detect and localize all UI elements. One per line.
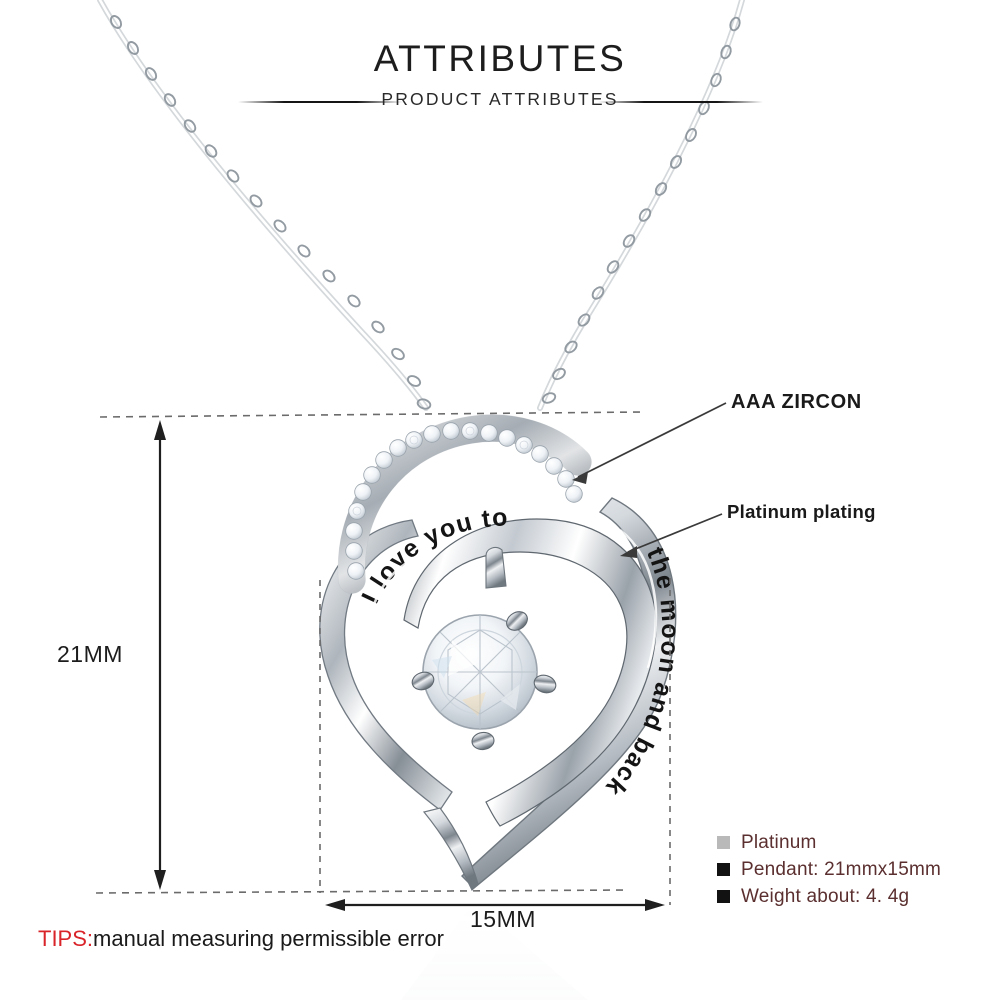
- title-rule-left: [238, 101, 403, 103]
- callout-leader-lines: [572, 402, 727, 558]
- legend-row-material: Platinum: [717, 829, 941, 856]
- tips-prefix: TIPS:: [38, 926, 94, 951]
- center-gemstone: [411, 547, 557, 751]
- page-title: ATTRIBUTES: [373, 38, 627, 79]
- height-dimension-arrow: [154, 420, 166, 890]
- page-subtitle: PRODUCT ATTRIBUTES: [381, 89, 619, 109]
- leader-line-plating: [620, 513, 723, 558]
- necklace-chain: [97, 0, 745, 411]
- legend-bullet-icon: [717, 863, 730, 876]
- legend-label-weight: Weight about: 4. 4g: [741, 885, 910, 907]
- guide-bottom: [95, 889, 629, 894]
- legend-label-material: Platinum: [741, 831, 817, 853]
- legend-row-pendant-size: Pendant: 21mmx15mm: [717, 856, 941, 883]
- legend-bullet-icon: [717, 890, 730, 903]
- gem-prongs: [411, 611, 557, 751]
- dimension-label-width: 15MM: [470, 906, 536, 932]
- callout-label-zircon: AAA ZIRCON: [731, 391, 862, 413]
- title-rule-right: [598, 101, 763, 103]
- spec-legend: Platinum Pendant: 21mmx15mm Weight about…: [717, 829, 941, 910]
- leader-line-zircon: [572, 402, 727, 484]
- legend-label-pendant-size: Pendant: 21mmx15mm: [741, 858, 942, 880]
- guide-top: [99, 411, 643, 418]
- callout-label-plating: Platinum plating: [727, 501, 876, 522]
- width-dimension-arrow: [325, 899, 665, 911]
- heart-pendant: I love you to the moon and back: [319, 414, 683, 892]
- pave-stone-arc: [337, 414, 592, 594]
- tips-note: TIPS:manual measuring permissible error: [38, 928, 444, 950]
- dimension-label-height: 21MM: [57, 641, 123, 667]
- legend-row-weight: Weight about: 4. 4g: [717, 883, 941, 910]
- tips-text: manual measuring permissible error: [93, 926, 444, 951]
- legend-bullet-icon: [717, 836, 730, 849]
- measurement-guides: [95, 411, 671, 911]
- pendant-reflection: [401, 900, 588, 1000]
